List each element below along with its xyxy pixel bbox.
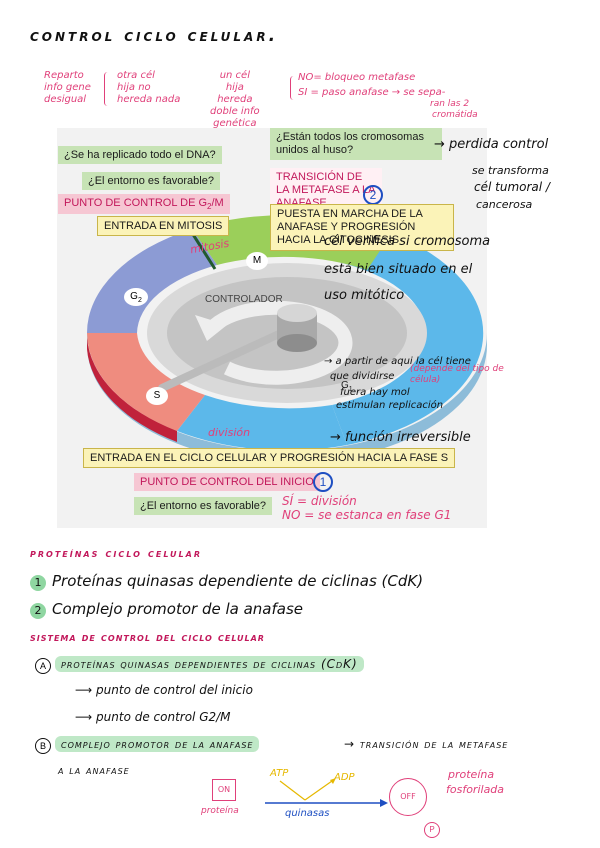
note-si-paso: SI = paso anafase → se sepa- — [298, 87, 446, 98]
section2-a-marker: A — [35, 658, 51, 674]
label-adp: ADP — [334, 772, 355, 783]
note-no-bloqueo: NO= bloqueo metafase — [298, 72, 416, 83]
question-chromosomes: ¿Están todos los cromosomas unidos al hu… — [270, 128, 442, 160]
label-proteina-right: proteína — [448, 768, 495, 781]
section2-a-sub2: ⟶ punto de control G2/M — [75, 710, 231, 724]
phase-label-g2: G2 — [124, 288, 148, 306]
brace-left — [104, 72, 111, 106]
note-irreversible: → función irreversible — [330, 430, 471, 445]
checkpoint-number-2: 2 — [363, 185, 383, 205]
checkpoint-g2m: PUNTO DE CONTROL DE G2/M — [58, 194, 230, 215]
phase-s-segment — [87, 333, 205, 431]
question-dna: ¿Se ha replicado todo el DNA? — [58, 146, 222, 164]
note-apartir-depende: (depende del tipo de célula) — [410, 364, 504, 385]
note-no-estanca: NO = se estanca en fase G1 — [282, 508, 452, 522]
note-apartir-2: que dividirse — [330, 371, 395, 382]
anaphase-start: PUESTA EN MARCHA DE LA ANAFASE Y PROGRES… — [270, 204, 454, 251]
brace-right — [290, 76, 297, 100]
label-quinasas: quinasas — [285, 808, 330, 819]
section2-b-marker: B — [35, 738, 51, 754]
section2-b-text: complejo promotor de la anafase — [55, 736, 260, 752]
checkpoint-start: PUNTO DE CONTROL DEL INICIO — [134, 473, 320, 491]
phase-g2-segment — [86, 229, 217, 333]
question-environment-g1: ¿El entorno es favorable? — [134, 497, 272, 515]
phase-label-m: M — [246, 252, 268, 270]
phosphate-circle: P — [424, 822, 440, 838]
entry-mitosis: ENTRADA EN MITOSIS — [97, 216, 230, 236]
note-apartir-4: estimulan replicación — [336, 400, 444, 411]
page-title: control ciclo celular. — [30, 26, 279, 46]
note-si-division: SÍ = división — [282, 494, 357, 508]
label-proteina-left: proteína — [201, 806, 239, 816]
note-cancerosa: cancerosa — [476, 198, 533, 211]
controller-label: CONTROLADOR — [205, 294, 283, 305]
note-cromatida: cromátida — [432, 110, 478, 120]
section2-a-text: proteínas quinasas dependientes de cicli… — [55, 656, 364, 672]
note-verifica-3: uso mitótico — [324, 288, 405, 303]
section1-title: proteínas ciclo celular — [30, 546, 202, 560]
note-cel-tumoral: cél tumoral / — [474, 180, 550, 194]
label-fosforilada: fosforilada — [446, 783, 505, 796]
off-circle: OFF — [389, 778, 427, 816]
phase-label-g1: G1 — [341, 380, 353, 393]
entry-cell-cycle: ENTRADA EN EL CICLO CELULAR Y PROGRESIÓN… — [83, 448, 456, 468]
section2-b-tail2: a la anafase — [58, 763, 130, 777]
note-perdida: → perdida control — [434, 137, 549, 152]
checkpoint-number-1: 1 — [313, 472, 333, 492]
section2-a-sub1: ⟶ punto de control del inicio — [75, 683, 253, 697]
question-environment-g2: ¿El entorno es favorable? — [82, 172, 220, 190]
phase-g1-segment — [302, 216, 484, 445]
on-box: ON — [212, 779, 236, 801]
note-apartir-1: → a partir de aqui la cél tiene — [324, 356, 471, 367]
note-apartir-3: fuera hay mol — [340, 387, 410, 398]
note-ran-las: ran las 2 — [430, 99, 470, 109]
section2-b-tail: → transición de la metafase — [344, 737, 509, 751]
section2-title: sistema de control del ciclo celular — [30, 630, 265, 644]
note-division: división — [208, 426, 251, 439]
label-atp: ATP — [270, 768, 289, 779]
note-se-transforma: se transforma — [472, 164, 549, 177]
note-verifica-1: cél verifica si cromosoma — [324, 234, 491, 249]
phase-label-s: S — [146, 387, 168, 405]
phase-g1-segment-lower — [177, 395, 347, 451]
phosphorylation-arrows — [265, 778, 388, 807]
note-verifica-2: está bien situado en el — [324, 262, 473, 277]
